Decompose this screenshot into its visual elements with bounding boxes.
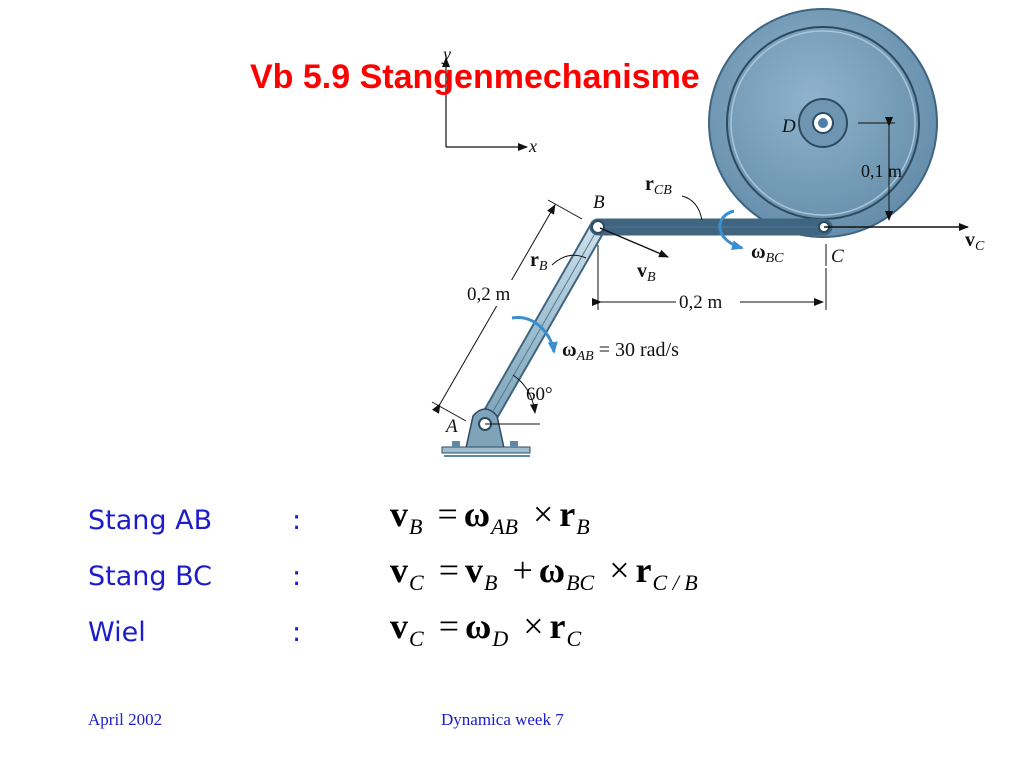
point-d-label: D — [781, 116, 796, 137]
omega-bc: ωBC — [718, 209, 784, 266]
omega-bc-subscript: BC — [766, 251, 785, 266]
equation-colon: : — [292, 505, 302, 536]
equation-label: Wiel — [88, 617, 146, 648]
dimension-ab: 0,2 m — [431, 199, 583, 422]
radius-label: 0,1 m — [861, 161, 902, 181]
dimension-radius: 0,1 m — [858, 117, 902, 221]
velocity-vb: vB — [599, 227, 669, 285]
mechanism-diagram: y x 0,1 m B A — [431, 8, 985, 457]
equation-colon: : — [292, 561, 302, 592]
slide-title: Vb 5.9 Stangenmechanisme — [250, 58, 700, 96]
axis-x-label: x — [528, 136, 537, 156]
omega-ab-subscript: AB — [576, 349, 595, 364]
rcb-symbol: r — [645, 173, 654, 195]
wheel-d — [708, 8, 938, 238]
omega-bc-symbol: ω — [751, 241, 766, 263]
support-a — [441, 408, 531, 457]
vb-subscript: B — [647, 270, 656, 285]
equation-label: Stang AB — [88, 505, 213, 536]
pin-b — [591, 220, 605, 234]
equation-label: Stang BC — [88, 561, 213, 592]
vc-symbol: v — [965, 229, 975, 251]
point-b-label: B — [593, 192, 605, 213]
footer-course: Dynamica week 7 — [441, 710, 564, 729]
svg-text:rB: rB — [530, 249, 548, 274]
svg-text:vC: vC — [965, 229, 985, 254]
coordinate-axes: y x — [441, 44, 537, 156]
omega-ab-value: = 30 rad/s — [594, 339, 679, 361]
vb-symbol: v — [637, 260, 647, 282]
dim-bc-label: 0,2 m — [679, 292, 723, 313]
svg-text:ωAB = 30 rad/s: ωAB = 30 rad/s — [562, 339, 679, 364]
dimension-bc: 0,2 m — [592, 245, 827, 314]
position-rcb: rCB — [645, 173, 703, 221]
svg-text:ωBC: ωBC — [751, 241, 784, 266]
dim-ab-label: 0,2 m — [467, 284, 511, 305]
equation-formula: vC =vB +ωBC ×rC / B — [390, 550, 698, 595]
angle-60: 60° — [485, 374, 553, 425]
svg-text:rCB: rCB — [645, 173, 672, 198]
rb-subscript: B — [539, 259, 548, 274]
equation-row-stang-bc: Stang BC : vC =vB +ωBC ×rC / B — [88, 550, 788, 601]
point-c-label: C — [831, 246, 844, 267]
velocity-vc: vC — [824, 223, 985, 254]
equation-formula: vB =ωAB ×rB — [390, 494, 590, 539]
equation-row-wiel: Wiel : vC =ωD ×rC — [88, 606, 788, 657]
equation-row-stang-ab: Stang AB : vB =ωAB ×rB — [88, 494, 788, 545]
svg-text:vB: vB — [637, 260, 656, 285]
equation-formula: vC =ωD ×rC — [390, 606, 582, 651]
vc-subscript: C — [975, 239, 985, 254]
footer-date: April 2002 — [88, 710, 163, 729]
omega-ab-symbol: ω — [562, 339, 577, 361]
rcb-subscript: CB — [654, 183, 672, 198]
point-a-label: A — [444, 416, 458, 437]
equation-colon: : — [292, 617, 302, 648]
angle-label: 60° — [526, 384, 553, 405]
axis-y-label: y — [441, 44, 451, 64]
rb-symbol: r — [530, 249, 539, 271]
